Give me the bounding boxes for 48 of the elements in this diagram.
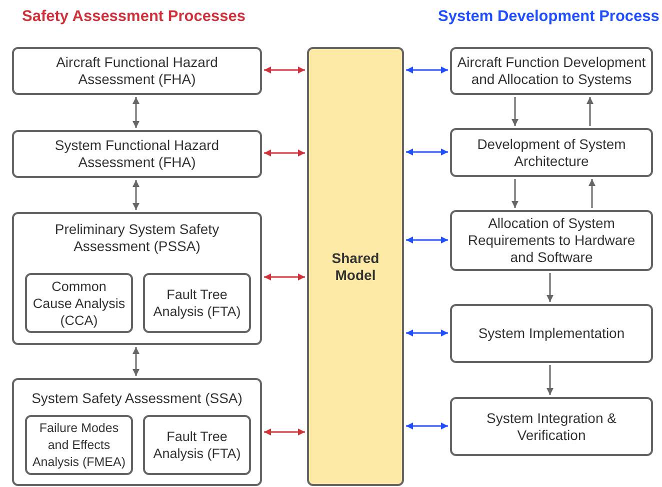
box-label: Aircraft Function Development and Allocation to Systems [456,54,647,88]
column-heading: System Development Process [438,8,660,26]
process-box [450,210,653,271]
sub-process-box [25,415,133,475]
box-label: Development of System Architecture [476,136,627,170]
arrow [132,180,140,210]
arrow [406,236,448,244]
box-label: Common Cause Analysis (CCA) [32,278,126,328]
box-label: System Safety Assessment (SSA) [32,390,242,406]
arrow [406,66,448,74]
arrow [546,273,554,302]
arrow [264,428,305,436]
arrow [406,330,448,336]
arrow [546,365,554,395]
arrow [512,97,518,126]
arrow [132,97,140,128]
process-box [12,47,262,95]
process-box [450,397,653,456]
arrow [588,179,596,208]
sub-process-box [143,415,251,475]
sub-process-box [25,273,133,333]
arrow [406,422,448,430]
arrow [406,148,448,156]
process-box [450,304,653,363]
process-box [12,212,262,345]
process-box [450,47,653,95]
box-label: Fault Tree Analysis (FTA) [152,428,242,462]
box-label: Preliminary System Safety Assessment (PSSA) [54,221,220,255]
process-box [12,378,262,486]
column-heading: Safety Assessment Processes [22,8,246,26]
sub-process-box [143,273,251,333]
box-label: System Integration & Verification [486,410,618,444]
box-label: Failure Modes and Effects Analysis (FMEA) [31,420,127,470]
arrow [512,179,518,208]
arrow [264,150,305,156]
process-box [450,128,653,177]
arrow [132,347,140,376]
arrow [264,66,305,74]
box-label: Allocation of System Requirements to Hardware and Software [466,215,636,266]
box-label: Fault Tree Analysis (FTA) [152,286,242,320]
arrow [586,97,594,126]
shared-model-panel [307,47,404,486]
process-box [12,130,262,178]
arrow [264,274,305,280]
panel-title: Shared Model [330,250,380,284]
box-label: Aircraft Functional Hazard Assessment (FHA) [55,54,219,88]
box-label: System Implementation [478,325,625,342]
box-label: System Functional Hazard Assessment (FHA) [54,137,220,171]
